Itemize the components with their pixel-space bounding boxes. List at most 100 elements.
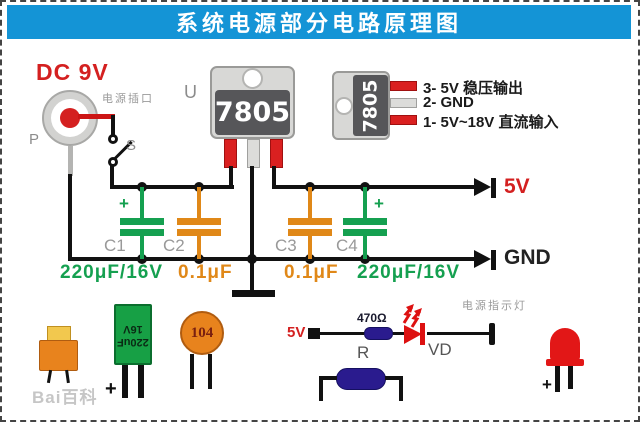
c1-plate [120,229,164,236]
photo-electrolytic-text1: 220uF [117,335,149,348]
photo-electrolytic-text2: 16V [123,322,143,335]
c3-lead [308,187,312,220]
photo-disc-leg [208,354,212,389]
rail-output-top [272,185,478,189]
page-title: 系统电源部分电路原理图 [175,11,462,36]
c3-lead [308,231,312,259]
c1-plate [120,218,164,225]
junction-dot [194,254,204,264]
led-symbol-icon [402,304,425,345]
c4-value: 220μF/16V [357,262,461,283]
c2-plate [177,218,221,225]
arrow-5v-bar [491,178,496,198]
c2-label: C2 [163,236,185,255]
junction-dot [360,254,370,264]
photo-resistor-lead [319,376,337,380]
regulator-mount-hole [242,68,263,89]
photo-led-dome [550,328,580,361]
c1-label: C1 [104,236,126,255]
photo-resistor-lead [399,376,403,401]
wire-red-jack [78,114,115,119]
photo-jack-leg [65,369,70,384]
c4-lead [363,231,367,259]
switch-terminal-top [108,134,118,144]
pinout-pin1 [390,115,417,125]
wire-switch-out [110,164,114,189]
switch-label: S [126,137,137,154]
indicator-wire [319,332,364,335]
c1-plus-mark: + [119,194,129,213]
pinout-text-1: 1- 5V~18V 直流输入 [423,114,559,131]
jack-caption: 电源插口 [102,93,154,105]
wire-switch-drop [111,115,115,136]
photo-led-leg [568,366,573,389]
c4-plate [343,218,387,225]
photo-resistor-body [336,368,386,390]
regulator-part-number: 7805 [214,97,291,128]
dc-input-label: DC 9V [36,59,109,85]
c4-label: C4 [336,236,358,255]
c3-plate [288,229,332,236]
jack-leg-gray [68,146,73,176]
c4-plus-mark: + [374,194,384,213]
output-5v-label: 5V [504,175,530,198]
pinout-regulator-face: 7805 [353,75,388,136]
photo-resistor-lead [385,376,403,380]
c2-lead [197,187,201,220]
c4-plate [343,229,387,236]
pinout-text-2: 2- GND [423,94,474,111]
photo-electrolytic-leg [138,365,144,398]
photo-led-plus: + [542,375,552,394]
indicator-pad [308,328,320,339]
pinout-part-number: 7805 [359,79,382,132]
pinout-pin3 [390,81,417,91]
regulator-face: 7805 [215,90,290,135]
wire-leg3-drop [272,166,276,187]
rail-ground-bottom [68,257,478,261]
c1-lead [140,231,144,259]
power-jack-center [60,108,80,128]
regulator-designator: U [184,82,197,102]
c1-value: 220μF/16V [60,262,164,283]
rail-input-top [110,185,234,189]
photo-disc-marking: 104 [190,324,214,341]
regulator-leg-input [224,139,237,168]
c3-plate [288,218,332,225]
c2-lead [197,231,201,259]
c2-plate [177,229,221,236]
watermark: Bai百科 [32,388,98,407]
resistor-value-label: 470Ω [357,311,387,325]
pinout-mount-hole [335,97,353,115]
indicator-source-label: 5V [287,324,306,341]
photo-electrolytic-leg [122,365,128,398]
indicator-wire [393,332,405,335]
indicator-end-bar [489,323,495,345]
led-ref-label: VD [428,340,452,359]
photo-jack-leg [46,369,53,384]
indicator-resistor-symbol [364,327,393,340]
pinout-pin2 [390,98,417,108]
regulator-leg-gnd [247,139,260,168]
photo-disc-leg [190,354,194,389]
arrow-gnd-bar [491,250,496,270]
c3-value: 0.1μF [284,262,339,283]
wire-jack-to-gnd [68,174,72,261]
photo-electrolytic-plus: + [105,378,117,400]
output-gnd-label: GND [504,246,551,269]
junction-dot [305,254,315,264]
ground-symbol-bar [232,290,275,297]
junction-dot [247,254,257,264]
pinout-text-3: 3- 5V 稳压输出 [423,80,524,97]
photo-led-flange [546,359,584,366]
c4-lead [363,187,367,220]
title-banner: 系统电源部分电路原理图 [7,5,631,39]
indicator-caption: 电源指示灯 [462,300,527,312]
jack-ref-label: P [29,131,40,148]
photo-disc-body: 104 [180,311,224,355]
junction-dot [137,254,147,264]
wire-gnd-leg [250,166,254,292]
indicator-wire [427,332,491,335]
arrow-5v-icon [474,178,491,196]
arrow-gnd-icon [474,250,491,268]
